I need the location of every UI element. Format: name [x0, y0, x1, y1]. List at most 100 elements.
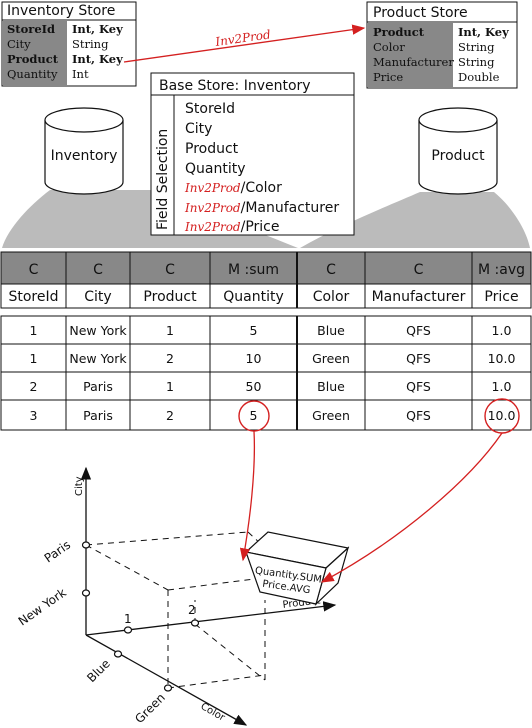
cube-cell: Quantity.SUM Price.AVG — [244, 531, 350, 606]
table-cell: 1 — [166, 379, 174, 394]
tick-product-1 — [123, 626, 133, 634]
prod-field-type: String — [458, 40, 495, 54]
inv2prod-link-arrow — [123, 24, 366, 63]
table-cell: 1.0 — [492, 379, 512, 394]
axis-label-color: Color — [199, 701, 228, 724]
price-to-cell-arrow — [320, 432, 503, 583]
table-header: C C C M :sum C C M :avg StoreId City Pro… — [0, 251, 532, 309]
inv-field-type: Int — [72, 67, 89, 81]
table-cell: QFS — [406, 408, 431, 423]
field-suffix: /Color — [241, 180, 283, 196]
table-cell: Paris — [83, 408, 113, 423]
inventory-cylinder: Inventory — [44, 107, 124, 195]
field-item: Quantity — [185, 161, 246, 177]
field-item-color: Inv2Prod/Color — [184, 180, 282, 196]
table-cell: 1 — [166, 323, 174, 338]
tick-label-new-york: New York — [16, 585, 69, 628]
tick-label-paris: Paris — [42, 538, 73, 566]
base-store-box: Base Store: Inventory Field Selection St… — [150, 72, 355, 236]
field-prefix: Inv2Prod — [184, 220, 241, 234]
tick-paris — [81, 541, 91, 549]
quantity-to-cell-arrow — [239, 430, 256, 562]
inventory-cylinder-label: Inventory — [51, 148, 118, 164]
table-cell: QFS — [406, 379, 431, 394]
tick-product-2 — [190, 619, 200, 627]
axis-label-city: City — [74, 476, 85, 496]
table-cell: Paris — [83, 379, 113, 394]
table-cell: 3 — [30, 408, 38, 423]
prod-field-name: Product — [373, 25, 425, 39]
inv-field-name: City — [7, 37, 31, 51]
field-suffix: /Manufacturer — [241, 200, 340, 216]
table-cell: 2 — [166, 408, 174, 423]
table-cell: 10.0 — [488, 408, 516, 423]
cube-dashed-guides — [85, 531, 266, 689]
table-cell: QFS — [406, 351, 431, 366]
field-suffix: /Price — [241, 219, 280, 235]
tick-label-blue: Blue — [84, 656, 113, 685]
table-cell: New York — [69, 351, 127, 366]
tick-new-york — [81, 589, 91, 597]
tick-label-product-2: 2 — [188, 603, 196, 617]
role-cell: M :avg — [478, 262, 525, 278]
tick-blue — [113, 650, 123, 658]
prod-field-name: Manufacturer — [373, 55, 454, 69]
role-cell: C — [29, 262, 39, 278]
inv-field-type: String — [72, 37, 109, 51]
table-cell: 10 — [246, 351, 262, 366]
base-store-title: Base Store: Inventory — [159, 78, 311, 94]
inventory-store-box: Inventory Store StoreId City Product Qua… — [1, 1, 137, 87]
column-header: Price — [484, 289, 518, 305]
role-cell: M :sum — [228, 262, 279, 278]
prod-field-type: String — [458, 55, 495, 69]
tick-label-green: Green — [132, 691, 168, 727]
prod-field-type: Double — [458, 70, 500, 84]
field-prefix: Inv2Prod — [184, 201, 241, 215]
table-cell: Green — [312, 408, 350, 423]
table-cell: 50 — [246, 379, 262, 394]
table-body: 1 New York 1 5 Blue QFS 1.0 1 New York 2… — [0, 315, 532, 431]
role-cell: C — [93, 262, 103, 278]
tick-label-product-1: 1 — [124, 612, 132, 626]
column-header: StoreId — [8, 289, 58, 305]
table-cell: Blue — [317, 379, 345, 394]
tick-green — [163, 684, 173, 692]
prod-field-name: Price — [373, 70, 403, 84]
role-cell: C — [165, 262, 175, 278]
inv-field-name: Quantity — [7, 67, 58, 81]
product-store-title: Product Store — [373, 5, 468, 21]
product-cylinder: Product — [418, 107, 498, 195]
field-selection-label: Field Selection — [155, 129, 171, 230]
table-cell: Green — [312, 351, 350, 366]
column-header: Color — [313, 289, 350, 305]
column-header: Product — [143, 289, 197, 305]
field-prefix: Inv2Prod — [184, 181, 241, 195]
column-header: Manufacturer — [372, 289, 466, 305]
table-cell: New York — [69, 323, 127, 338]
table-cell: 1 — [30, 323, 38, 338]
table-cell: 1.0 — [492, 323, 512, 338]
table-cell: 5 — [250, 408, 258, 423]
field-item: StoreId — [185, 101, 235, 117]
table-cell: 2 — [30, 379, 38, 394]
inventory-store-title: Inventory Store — [7, 3, 115, 19]
field-item-manufacturer: Inv2Prod/Manufacturer — [184, 200, 339, 216]
table-cell: Blue — [317, 323, 345, 338]
inv-field-type: Int, Key — [72, 22, 123, 36]
inv-field-type: Int, Key — [72, 52, 123, 66]
field-item: City — [185, 121, 212, 137]
inv-field-name: Product — [7, 52, 59, 66]
column-header: City — [84, 289, 111, 305]
product-store-box: Product Store Product Color Manufacturer… — [366, 1, 518, 89]
role-cell: C — [414, 262, 424, 278]
field-item: Product — [185, 141, 239, 157]
role-cell: C — [326, 262, 336, 278]
table-cell: 2 — [166, 351, 174, 366]
column-header: Quantity — [223, 289, 284, 305]
cube-ticks — [81, 541, 200, 692]
table-cell: 1 — [30, 351, 38, 366]
table-cell: 5 — [250, 323, 258, 338]
table-cell: QFS — [406, 323, 431, 338]
product-cylinder-label: Product — [431, 148, 485, 164]
